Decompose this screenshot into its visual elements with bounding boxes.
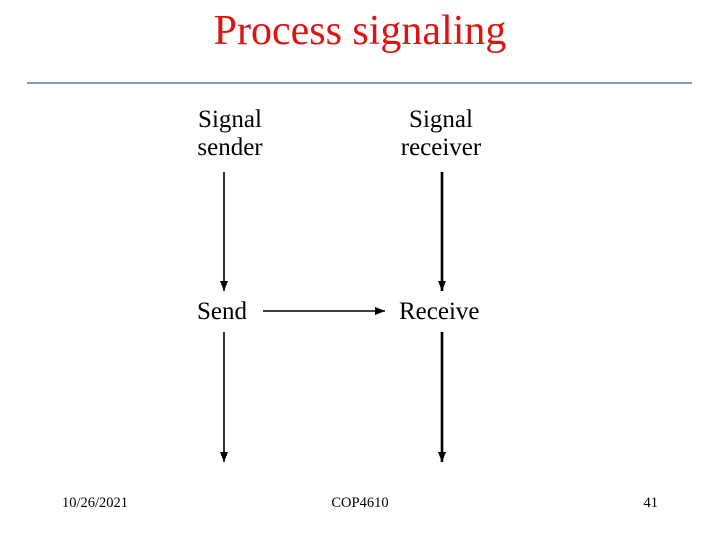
footer-page-number: 41 bbox=[643, 495, 659, 511]
signal-sender-label: Signal sender bbox=[197, 106, 263, 161]
receive-event-label: Receive bbox=[399, 298, 480, 325]
signal-receiver-label: Signal receiver bbox=[400, 106, 482, 161]
slide-title: Process signaling bbox=[213, 8, 507, 54]
footer-date: 10/26/2021 bbox=[62, 495, 129, 511]
footer-course-code: COP4610 bbox=[331, 495, 389, 511]
title-divider-line bbox=[27, 82, 692, 84]
send-event-label: Send bbox=[197, 298, 247, 325]
